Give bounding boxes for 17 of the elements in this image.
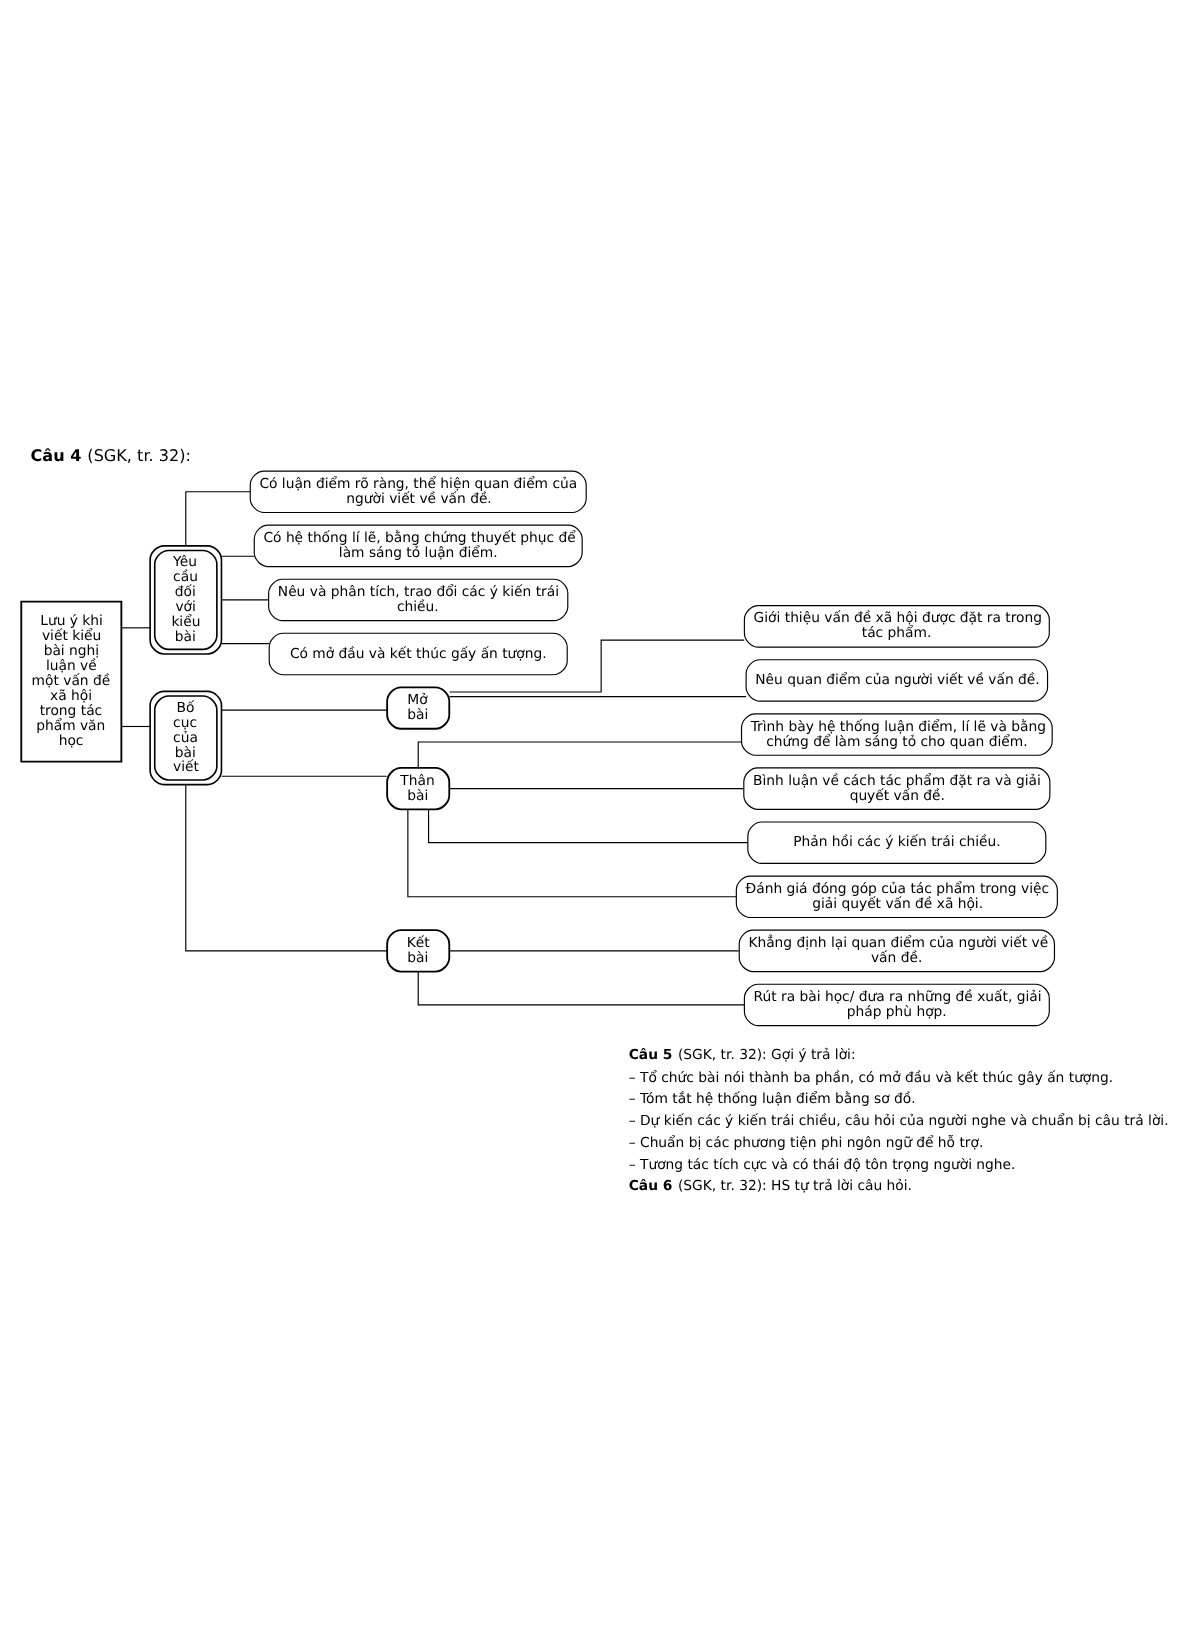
connector bbox=[221, 599, 269, 601]
connector bbox=[221, 709, 388, 711]
connector bbox=[185, 784, 388, 952]
connector bbox=[185, 491, 251, 547]
connector bbox=[417, 741, 743, 769]
connector bbox=[120, 725, 151, 728]
connector bbox=[449, 696, 747, 698]
connector bbox=[449, 639, 745, 693]
connector bbox=[417, 971, 745, 1006]
connector bbox=[407, 808, 737, 898]
connector bbox=[221, 643, 270, 645]
connector bbox=[449, 788, 745, 790]
connector bbox=[120, 627, 151, 629]
connector bbox=[221, 775, 388, 777]
connector bbox=[428, 808, 749, 844]
connector bbox=[449, 950, 740, 952]
connector bbox=[221, 555, 255, 557]
